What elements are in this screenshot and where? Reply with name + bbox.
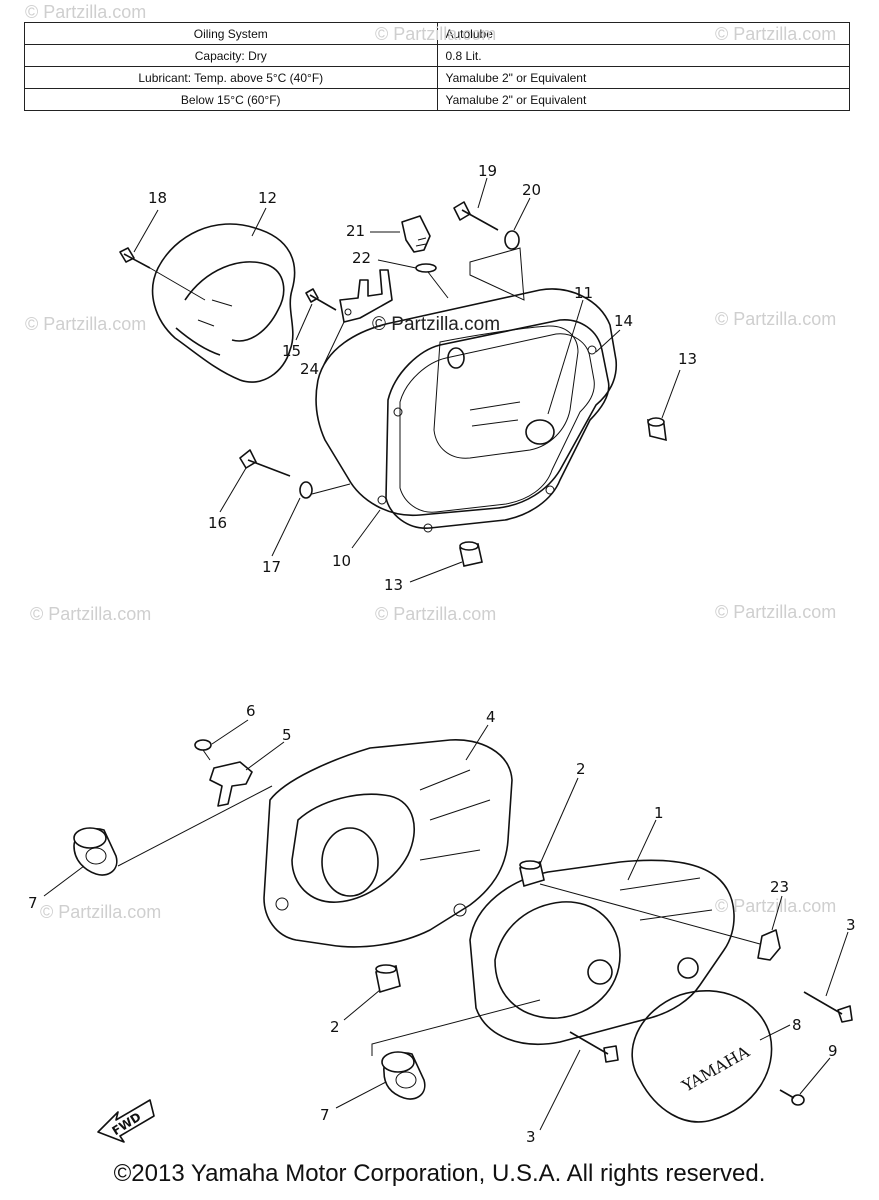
watermark: © Partzilla.com xyxy=(30,604,151,624)
part-13-dowel xyxy=(647,417,667,442)
watermark: © Partzilla.com xyxy=(715,602,836,622)
part-23-clip xyxy=(757,929,781,961)
part-3-bolt xyxy=(569,1031,619,1063)
part-17-washer xyxy=(299,481,313,499)
part-6-screw xyxy=(194,739,212,761)
watermark: © Partzilla.com xyxy=(25,314,146,334)
part-12-shroud xyxy=(151,223,296,383)
callout-leaders xyxy=(43,177,849,1131)
callout-3: 3 xyxy=(846,916,856,934)
part-2-dowel xyxy=(519,860,545,888)
callout-7: 7 xyxy=(320,1106,330,1124)
callout-19: 19 xyxy=(478,162,497,180)
spec-row: Below 15°C (60°F) Yamalube 2" or Equival… xyxy=(24,88,850,111)
callout-7: 7 xyxy=(28,894,38,912)
callout-10: 10 xyxy=(332,552,351,570)
part-20-washer xyxy=(504,230,520,250)
part-10-gasket xyxy=(377,319,610,533)
leader-line xyxy=(311,483,351,495)
watermark: © Partzilla.com xyxy=(375,604,496,624)
spec-row: Lubricant: Temp. above 5°C (40°F) Yamalu… xyxy=(24,66,850,89)
part-15-bolt xyxy=(305,288,337,311)
callout-24: 24 xyxy=(300,360,319,378)
part-18-bolt xyxy=(119,247,206,301)
part-13-dowel xyxy=(459,541,483,567)
spec-label: Lubricant: Temp. above 5°C (40°F) xyxy=(24,66,438,89)
callout-22: 22 xyxy=(352,249,371,267)
callout-3: 3 xyxy=(526,1128,536,1146)
part-2-dowel xyxy=(375,964,401,994)
part-16-screw xyxy=(239,449,291,477)
part-3-bolt xyxy=(803,991,853,1023)
callout-14: 14 xyxy=(614,312,633,330)
part-19-bolt xyxy=(453,201,499,231)
callout-20: 20 xyxy=(522,181,541,199)
copyright-notice: ©2013 Yamaha Motor Corporation, U.S.A. A… xyxy=(113,1160,766,1187)
part-9-screw xyxy=(779,1089,805,1106)
callout-18: 18 xyxy=(148,189,167,207)
watermark: © Partzilla.com xyxy=(40,902,161,922)
part-1-right-crankcase xyxy=(469,859,735,1046)
callout-2: 2 xyxy=(330,1018,340,1036)
spec-value: Yamalube 2" or Equivalent xyxy=(436,88,850,111)
part-24-bracket xyxy=(339,269,393,323)
leader-line xyxy=(371,999,541,1056)
callout-9: 9 xyxy=(828,1042,838,1060)
watermark: © Partzilla.com xyxy=(715,24,836,44)
callout-13: 13 xyxy=(384,576,403,594)
spec-label: Below 15°C (60°F) xyxy=(24,88,438,111)
callout-1: 1 xyxy=(654,804,664,822)
callout-23: 23 xyxy=(770,878,789,896)
part-5-bracket xyxy=(209,761,253,807)
leader-line xyxy=(427,271,449,299)
callout-2: 2 xyxy=(576,760,586,778)
callout-11: 11 xyxy=(574,284,593,302)
watermark: © Partzilla.com xyxy=(715,309,836,329)
callout-21: 21 xyxy=(346,222,365,240)
callout-8: 8 xyxy=(792,1016,802,1034)
part-22-oring xyxy=(415,263,437,273)
callout-16: 16 xyxy=(208,514,227,532)
watermark: © Partzilla.com xyxy=(25,2,146,22)
callout-6: 6 xyxy=(246,702,256,720)
part-7-bushing xyxy=(73,827,118,876)
spec-table: Oiling System Autolube Capacity: Dry 0.8… xyxy=(24,22,850,111)
fwd-arrow-icon: FWD xyxy=(97,1099,155,1143)
callout-4: 4 xyxy=(486,708,496,726)
center-watermark: © Partzilla.com xyxy=(372,314,500,335)
part-4-left-crankcase xyxy=(263,739,513,948)
watermark: © Partzilla.com xyxy=(715,896,836,916)
part-14-cover xyxy=(315,288,618,517)
callout-15: 15 xyxy=(282,342,301,360)
callout-5: 5 xyxy=(282,726,292,744)
callout-17: 17 xyxy=(262,558,281,576)
leader-line xyxy=(117,785,273,867)
part-21-fitting xyxy=(401,215,431,253)
callout-12: 12 xyxy=(258,189,277,207)
leader-line xyxy=(539,883,761,945)
part-7-bushing xyxy=(381,1051,426,1100)
part-8-cover: YAMAHA xyxy=(631,990,773,1123)
callout-13: 13 xyxy=(678,350,697,368)
leader-line xyxy=(469,247,525,301)
cover-brand: YAMAHA xyxy=(678,1042,753,1096)
watermark: © Partzilla.com xyxy=(375,24,496,44)
